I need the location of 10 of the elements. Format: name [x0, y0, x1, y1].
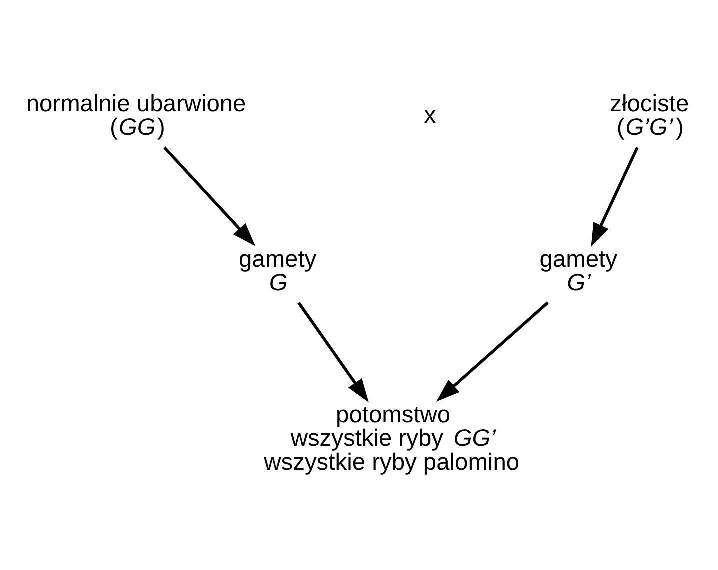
- arrow: [164, 146, 256, 246]
- node-text: złociste (G’G’): [610, 91, 690, 142]
- arrow: [591, 147, 639, 248]
- node-text: potomstwo wszystkie ryby GG’ wszystkie ryby palomino: [264, 402, 520, 476]
- node-text: gamety G’: [540, 246, 618, 297]
- arrow: [298, 302, 369, 403]
- arrow: [436, 302, 549, 402]
- node-text: gamety G: [238, 246, 317, 297]
- node-text: normalnie ubarwione (GG): [26, 91, 246, 142]
- label: x: [424, 103, 436, 130]
